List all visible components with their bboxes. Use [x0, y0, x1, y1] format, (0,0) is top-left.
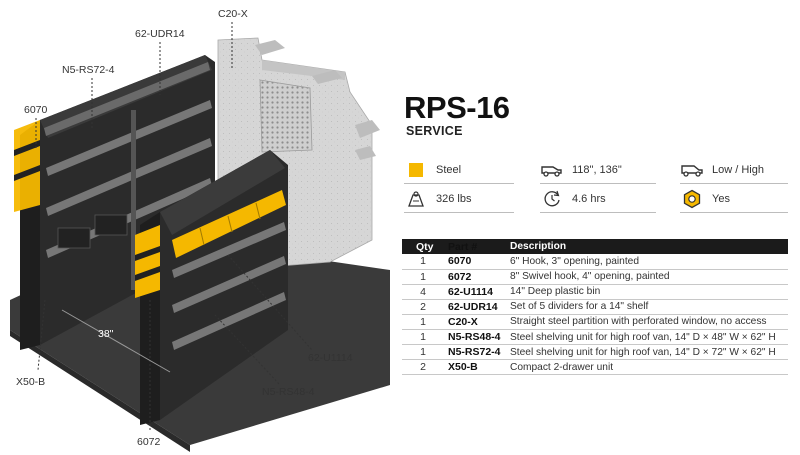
weight-icon — [404, 189, 428, 209]
qty-cell: 2 — [402, 359, 444, 376]
desc-cell: 14" Deep plastic bin — [506, 284, 788, 300]
spec-van-length-text: 118", 136" — [572, 163, 622, 176]
part-cell: 62-U1114 — [444, 284, 506, 300]
part-cell: X50-B — [444, 359, 506, 376]
callout-leaders — [35, 22, 313, 432]
table-row: 4 62-U1114 14" Deep plastic bin — [402, 284, 788, 300]
qty-cell: 1 — [402, 344, 444, 361]
callout-x50b: X50-B — [16, 376, 46, 388]
callout-rs72: N5-RS72-4 — [62, 64, 115, 76]
shelving-unit-rs48 — [135, 150, 288, 425]
roof-height-van-icon — [680, 160, 704, 180]
parts-table: Qty Part # Description 1 6070 6" Hook, 3… — [402, 239, 788, 376]
hex-nut-icon — [680, 189, 704, 209]
callout-c20x: C20-X — [218, 8, 248, 20]
spec-roof-text: Low / High — [712, 163, 764, 176]
part-cell: N5-RS72-4 — [444, 344, 506, 361]
qty-cell: 1 — [402, 329, 444, 346]
steel-swatch-icon — [404, 160, 428, 180]
callout-depth: 38" — [98, 328, 114, 340]
col-desc-header: Description — [510, 241, 567, 252]
spec-weight: 326 lbs — [404, 185, 514, 213]
part-cell: 6072 — [444, 269, 506, 285]
table-row: 2 X50-B Compact 2-drawer unit — [402, 359, 788, 376]
spec-hardware-text: Yes — [712, 192, 730, 205]
callout-rs48: N5-RS48-4 — [262, 386, 315, 398]
desc-cell: 6" Hook, 3" opening, painted — [506, 254, 788, 270]
spec-weight-text: 326 lbs — [436, 192, 472, 205]
product-title: RPS-16 — [404, 90, 510, 125]
spec-install-time: 4.6 hrs — [540, 185, 656, 213]
part-cell: N5-RS48-4 — [444, 329, 506, 346]
table-row: 1 6072 8" Swivel hook, 4" opening, paint… — [402, 269, 788, 285]
table-row: 1 N5-RS48-4 Steel shelving unit for high… — [402, 329, 788, 346]
spec-van-length: 118", 136" — [540, 156, 656, 184]
shelving-drawing — [10, 22, 390, 452]
desc-cell: Steel shelving unit for high roof van, 1… — [506, 329, 788, 346]
spec-roof: Low / High — [680, 156, 788, 184]
spec-hardware: Yes — [680, 185, 788, 213]
qty-cell: 1 — [402, 269, 444, 285]
desc-cell: 8" Swivel hook, 4" opening, painted — [506, 269, 788, 285]
qty-cell: 4 — [402, 284, 444, 300]
qty-cell: 1 — [402, 254, 444, 270]
spec-install-time-text: 4.6 hrs — [572, 192, 606, 205]
callout-u1114: 62-U1114 — [308, 352, 353, 364]
callout-6070: 6070 — [24, 104, 48, 116]
col-part-header: Part # — [448, 240, 478, 253]
part-cell: 6070 — [444, 254, 506, 270]
callout-6072: 6072 — [137, 436, 161, 448]
qty-cell: 2 — [402, 299, 444, 315]
desc-cell: Straight steel partition with perforated… — [506, 314, 788, 330]
shelving-unit-rs72 — [14, 55, 215, 350]
yellow-end-panel — [14, 120, 40, 212]
table-row: 1 C20-X Straight steel partition with pe… — [402, 314, 788, 330]
table-header-row: Qty Part # Description — [402, 239, 788, 254]
spec-material-text: Steel — [436, 163, 462, 176]
product-illustration: C20-X 62-UDR14 N5-RS72-4 6070 38" X50-B … — [0, 0, 395, 455]
table-row: 1 N5-RS72-4 Steel shelving unit for high… — [402, 344, 788, 361]
qty-cell: 1 — [402, 314, 444, 330]
part-cell: C20-X — [444, 314, 506, 330]
table-row: 2 62-UDR14 Set of 5 dividers for a 14" s… — [402, 299, 788, 315]
desc-cell: Steel shelving unit for high roof van, 1… — [506, 344, 788, 361]
table-row: 1 6070 6" Hook, 3" opening, painted — [402, 254, 788, 270]
col-qty-header: Qty — [416, 240, 434, 253]
desc-cell: Compact 2-drawer unit — [506, 359, 788, 376]
desc-cell: Set of 5 dividers for a 14" shelf — [506, 299, 788, 315]
product-subtitle: SERVICE — [406, 124, 463, 138]
install-time-clock-icon — [540, 189, 564, 209]
callout-udr14: 62-UDR14 — [135, 28, 185, 40]
spec-material: Steel — [404, 156, 514, 184]
van-icon — [540, 160, 564, 180]
part-cell: 62-UDR14 — [444, 299, 506, 315]
